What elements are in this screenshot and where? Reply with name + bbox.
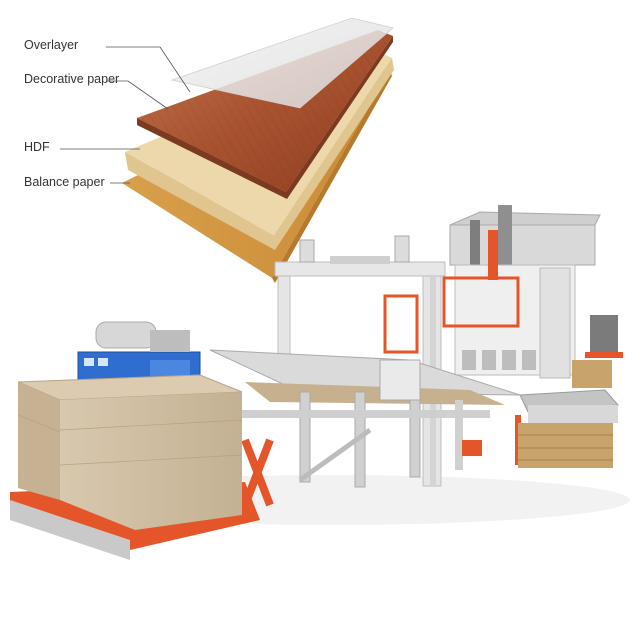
hot-press bbox=[383, 205, 623, 379]
outfeed-pallet-stack bbox=[518, 360, 620, 468]
decorative-paper-label: Decorative paper bbox=[24, 72, 120, 86]
hdf-label: HDF bbox=[24, 140, 50, 154]
balance-paper-label: Balance paper bbox=[24, 175, 105, 189]
laminate-layers-illustration bbox=[60, 17, 394, 283]
hdf-board-stack bbox=[17, 374, 243, 530]
overlayer-label: Overlayer bbox=[24, 38, 79, 52]
control-cabinet bbox=[77, 321, 201, 385]
laminate-press-line-machine bbox=[10, 205, 630, 560]
overlayer-layer bbox=[172, 18, 393, 108]
feeding-conveyor bbox=[209, 349, 521, 488]
